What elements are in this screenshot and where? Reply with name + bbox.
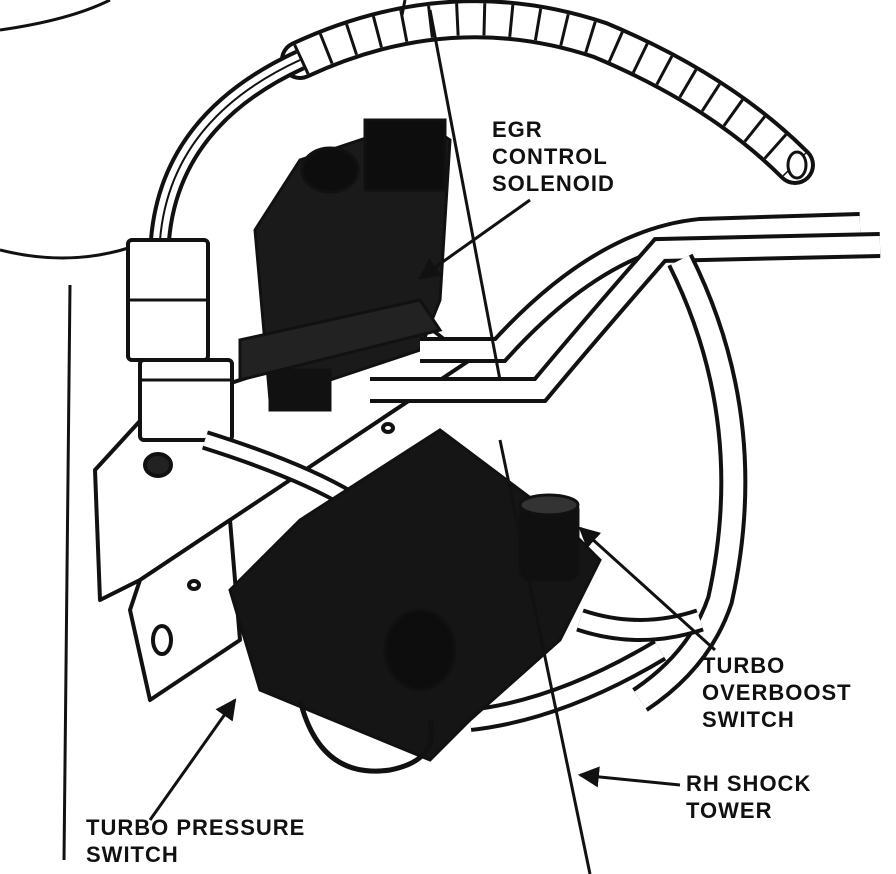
pressure-leader: [148, 698, 237, 821]
label-line: EGR: [492, 117, 543, 142]
turbo-pressure-switch-label: TURBO PRESSURE SWITCH: [86, 814, 305, 868]
vacuum-hoses: [370, 212, 881, 732]
electrical-connector: [126, 238, 234, 442]
label-line: SWITCH: [86, 842, 179, 867]
wiring-harness: [149, 50, 305, 242]
label-line: TOWER: [686, 798, 773, 823]
fender-outline: [0, 0, 151, 861]
rh-shock-tower-edge: [400, 0, 592, 874]
turbo-pressure-switch: [228, 428, 602, 774]
egr-control-solenoid-label: EGR CONTROL SOLENOID: [492, 116, 615, 197]
turbo-overboost-switch-label: TURBO OVERBOOST SWITCH: [702, 652, 852, 733]
label-line: SOLENOID: [492, 171, 615, 196]
label-line: SWITCH: [702, 707, 795, 732]
label-line: RH SHOCK: [686, 771, 812, 796]
egr-control-solenoid: [238, 118, 452, 412]
label-line: TURBO: [702, 653, 786, 678]
rh-shock-tower-label: RH SHOCK TOWER: [686, 770, 811, 824]
egr-leader: [418, 198, 531, 280]
turbo-overboost-switch: [518, 493, 580, 582]
label-line: OVERBOOST: [702, 680, 852, 705]
leader-lines: [148, 198, 717, 821]
label-line: CONTROL: [492, 144, 608, 169]
label-line: TURBO PRESSURE: [86, 815, 306, 840]
spiral-wrapped-hose: [280, 0, 815, 185]
overboost-leader: [578, 526, 717, 652]
shock-tower-leader: [577, 766, 681, 788]
